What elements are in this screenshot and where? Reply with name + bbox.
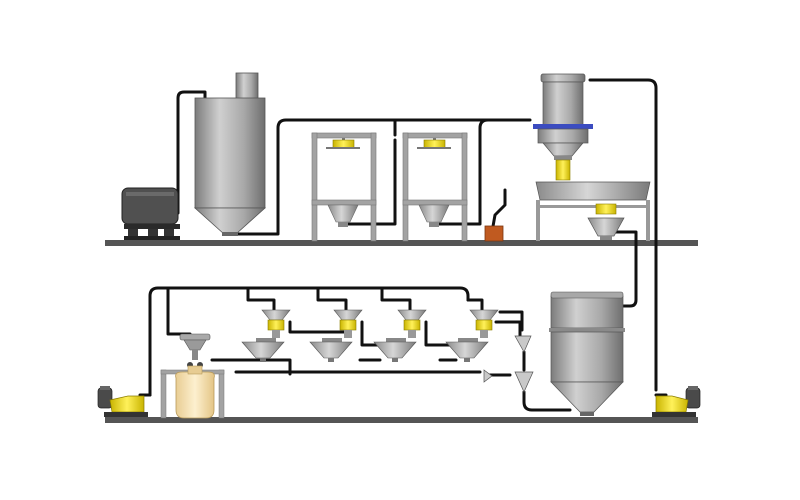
hopper-1 (241, 309, 291, 362)
vacuum-receiver (533, 73, 593, 181)
bulk-bag (175, 371, 215, 419)
hopper-2 (309, 309, 363, 362)
upper-floor (105, 240, 698, 246)
control-box (484, 225, 504, 242)
storage-silo (193, 72, 267, 236)
day-bin (549, 291, 625, 416)
sifter-table (535, 181, 651, 241)
hopper-4 (445, 309, 499, 362)
diverter-valve-2 (483, 369, 534, 393)
blower-left (97, 386, 148, 417)
bag-dump-station-2 (402, 132, 468, 242)
hopper-3 (373, 309, 427, 362)
blower-unit (121, 187, 180, 240)
rotary-valve (555, 159, 571, 181)
diverter-valve-1 (514, 335, 532, 353)
bulk-bag-unloader (160, 333, 225, 419)
blue-flange (533, 124, 593, 129)
bag-dump-station-1 (311, 132, 377, 242)
lower-floor (105, 417, 698, 423)
pipe-network (138, 78, 668, 412)
blower-right (652, 386, 701, 417)
